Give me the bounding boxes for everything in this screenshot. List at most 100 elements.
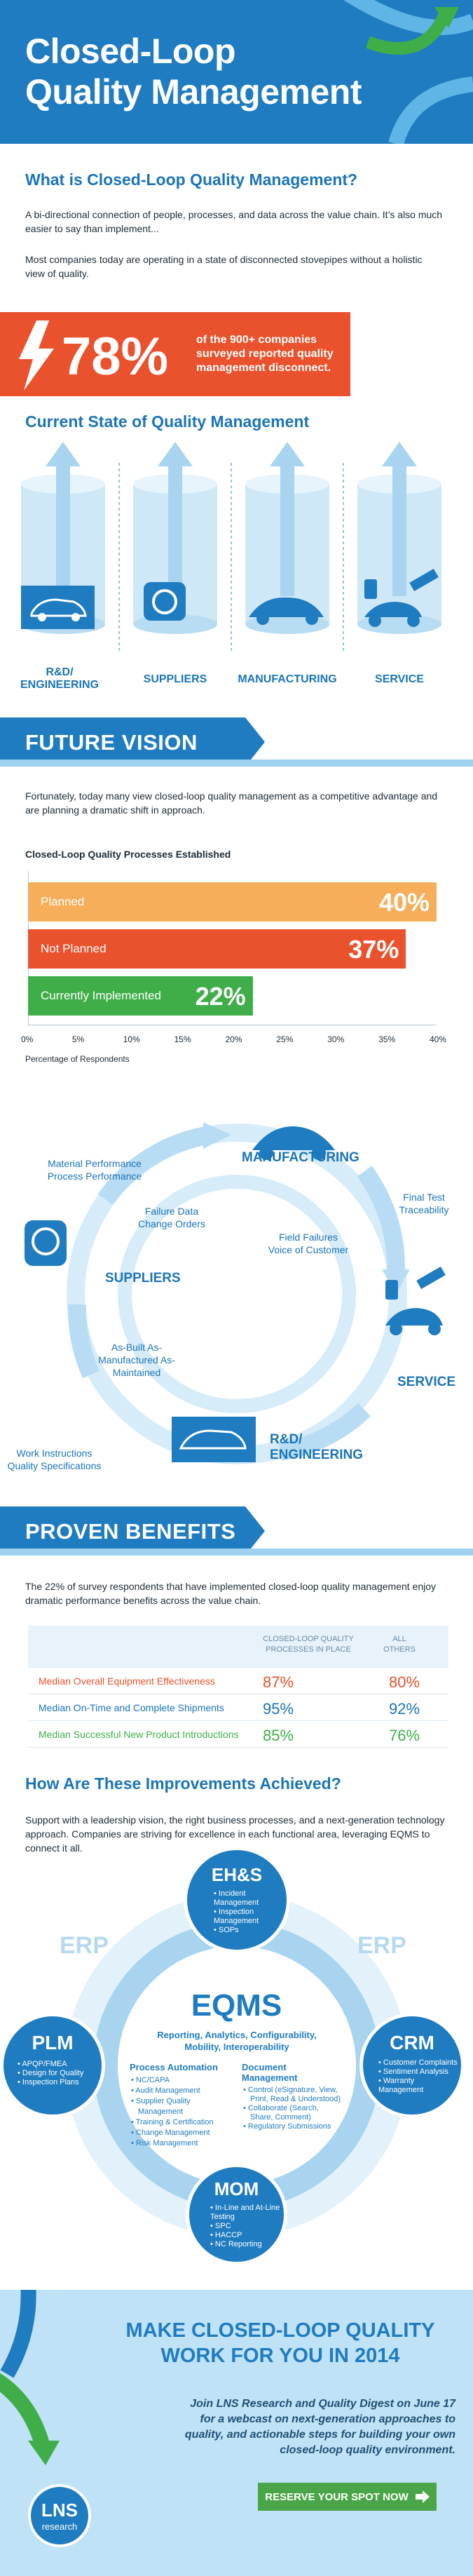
future-vision-ribbon: FUTURE VISION (0, 717, 265, 767)
eqms-subtitle: Reporting, Analytics, Configurability, M… (157, 2030, 317, 2052)
footer-title: MAKE CLOSED-LOOP QUALITY WORK FOR YOU IN… (125, 2319, 435, 2367)
document-management-block: Document Management • Control (eSignatur… (242, 2062, 343, 2131)
cycle-work: Work Instructions Quality Specifications (7, 1448, 102, 1471)
header-banner: Closed-Loop Quality Management (0, 0, 473, 144)
footer-arrows-graphic (0, 2290, 60, 2465)
cta-label: RESERVE YOUR SPOT NOW (265, 2490, 409, 2503)
bar-planned: Planned 40% (28, 882, 437, 922)
bar-not-planned: Not Planned 37% (28, 929, 406, 969)
bar-currently-implemented: Currently Implemented 22% (28, 976, 253, 1016)
list-item: Design for Quality (18, 2069, 102, 2078)
stat-text: of the 900+ companies surveyed reported … (196, 334, 334, 374)
chart-title: Closed-Loop Quality Processes Establishe… (25, 849, 231, 860)
list-item: • Supplier Quality Management (131, 2097, 191, 2116)
what-paragraph-2: Most companies today are operating in a … (25, 254, 423, 279)
row-closed-loop-value: 85% (263, 1727, 294, 1744)
list-item: SOPs (214, 1926, 284, 1935)
proven-benefits-title: PROVEN BENEFITS (25, 1519, 236, 1544)
list-item: • Control (eSignature, View, Print, Read… (243, 2086, 341, 2103)
label-service: SERVICE (375, 673, 424, 685)
proven-benefits-ribbon: PROVEN BENEFITS (0, 1506, 265, 1556)
cycle-final: Final Test Traceability (399, 1192, 449, 1215)
ehs-list: Incident ManagementInspection Management… (214, 1889, 284, 1935)
col-header-closed-loop: CLOSED-LOOP QUALITY PROCESSES IN PLACE (263, 1635, 354, 1654)
list-item: • Change Management (131, 2129, 210, 2137)
crm-circle: CRM Customer ComplaintsSentiment Analysi… (359, 2013, 465, 2118)
plm-list: APQP/FMEADesign for QualityInspection Pl… (18, 2060, 102, 2087)
how-text: Support with a leadership vision, the ri… (25, 1814, 445, 1854)
label-manufacturing: MANUFACTURING (238, 673, 337, 685)
list-item: Inspection Management (214, 1908, 284, 1926)
reserve-spot-button[interactable]: RESERVE YOUR SPOT NOW (258, 2483, 437, 2511)
list-item: SPC (210, 2222, 284, 2231)
x-tick-label: 5% (71, 1034, 85, 1044)
cycle-rnd: R&D/ ENGINEERING (270, 1432, 364, 1462)
benefits-table: CLOSED-LOOP QUALITY PROCESSES IN PLACE A… (28, 1626, 448, 1748)
ribbon-divider (0, 760, 473, 767)
list-item: • Collaborate (Search, Share, Comment) (243, 2104, 319, 2122)
ehs-circle: EH&S Incident ManagementInspection Manag… (184, 1847, 290, 1953)
row-closed-loop-value: 95% (263, 1700, 294, 1718)
table-row: Median Overall Equipment Effectiveness 8… (28, 1668, 448, 1694)
plm-circle: PLM APQP/FMEADesign for QualityInspectio… (0, 2013, 105, 2118)
what-paragraph-1: A bi-directional connection of people, p… (25, 209, 443, 234)
process-automation-block: Process Automation • NC/CAPA • Audit Mana… (130, 2062, 235, 2149)
lightning-icon (19, 321, 54, 391)
table-header: CLOSED-LOOP QUALITY PROCESSES IN PLACE A… (28, 1626, 448, 1668)
eqms-ring (65, 1894, 409, 2237)
mom-list: In-Line and At-Line TestingSPCHACCPNC Re… (210, 2204, 284, 2249)
mom-title: MOM (214, 2178, 259, 2199)
erp-right: ERP (357, 1932, 406, 1959)
row-label: Median Successful New Product Introducti… (39, 1729, 239, 1740)
future-vision-title: FUTURE VISION (25, 730, 198, 755)
page-title: Closed-Loop Quality Management (25, 32, 362, 112)
cycle-asbuilt: As-Built As-Manufactured As-Maintained (98, 1342, 175, 1378)
x-tick-label: 25% (276, 1034, 294, 1044)
list-item: • Audit Management (131, 2086, 200, 2095)
list-item: Sentiment Analysis (378, 2068, 459, 2077)
list-item: NC Reporting (210, 2240, 284, 2249)
list-item: Incident Management (214, 1889, 284, 1908)
row-label: Median On-Time and Complete Shipments (39, 1702, 224, 1713)
crm-title: CRM (390, 2032, 434, 2054)
row-label: Median Overall Equipment Effectiveness (39, 1675, 215, 1687)
bar-label: Currently Implemented (41, 989, 161, 1002)
lns-logo: LNS research (28, 2484, 91, 2547)
ribbon-divider (0, 1549, 473, 1556)
x-tick-label: 35% (378, 1034, 396, 1044)
eqms-title: EQMS (191, 1988, 282, 2023)
list-item: APQP/FMEA (18, 2060, 102, 2069)
row-all-others-value: 76% (389, 1727, 420, 1744)
list-item: • Regulatory Submissions (243, 2122, 331, 2131)
list-item: Warranty Management (378, 2077, 459, 2095)
bar-label: Not Planned (41, 942, 107, 955)
list-item: Customer Complaints (378, 2058, 459, 2068)
pa-title: Process Automation (130, 2062, 218, 2072)
mom-circle: MOM In-Line and At-Line TestingSPCHACCPN… (186, 2164, 287, 2265)
list-item: Inspection Plans (18, 2078, 102, 2087)
logo-text-lns: LNS (41, 2500, 78, 2521)
cycle-arrows-graphic (343, 0, 473, 144)
current-state-cylinders (21, 442, 441, 652)
benefits-text: The 22% of survey respondents that have … (25, 1581, 437, 1606)
list-item: • Risk Management (131, 2139, 198, 2147)
x-tick-label: 30% (327, 1034, 345, 1044)
cycle-manufacturing: MANUFACTURING (242, 1150, 359, 1165)
dm-title: Document Management (242, 2062, 298, 2083)
list-item: • Training & Certification (131, 2118, 214, 2126)
table-row: Median On-Time and Complete Shipments 95… (28, 1694, 448, 1721)
current-state-heading: Current State of Quality Management (25, 412, 310, 431)
x-tick-label: 0% (21, 1034, 34, 1044)
x-tick-label: 40% (430, 1034, 447, 1044)
table-row: Median Successful New Product Introducti… (28, 1721, 448, 1748)
erp-left: ERP (60, 1932, 109, 1959)
label-rnd: R&D/ ENGINEERING (20, 666, 99, 691)
bar-value: 37% (348, 935, 399, 964)
list-item: HACCP (210, 2231, 284, 2240)
stat-banner: 78% of the 900+ companies surveyed repor… (0, 312, 350, 396)
bar-value: 40% (378, 888, 430, 917)
list-item: • NC/CAPA (131, 2076, 170, 2084)
how-heading: How Are These Improvements Achieved? (25, 1774, 341, 1793)
col-header-all-others: ALL OTHERS (383, 1635, 416, 1654)
cycle-service: SERVICE (397, 1375, 456, 1389)
